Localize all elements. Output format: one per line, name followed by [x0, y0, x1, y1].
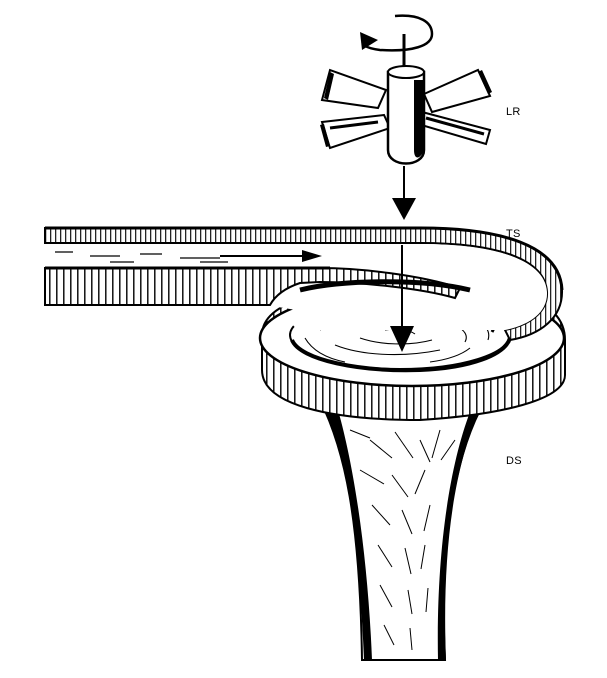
- label-ts: TS: [506, 228, 521, 240]
- transport-strip: [45, 228, 562, 340]
- label-lr: LR: [506, 106, 521, 118]
- label-ds: DS: [506, 455, 522, 467]
- rotor: [320, 16, 492, 220]
- descending-stem: [320, 400, 480, 660]
